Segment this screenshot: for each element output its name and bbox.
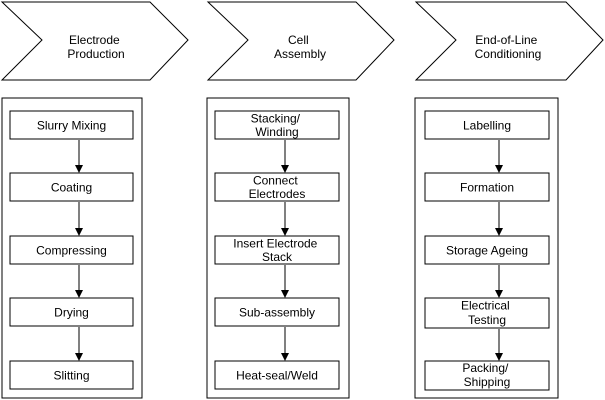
stage-title: Electrode Production [67, 33, 124, 61]
step-box [424, 110, 550, 140]
step-label: Drying [54, 306, 89, 320]
step-label: Packing/ Shipping [462, 361, 511, 389]
step-label: Formation [460, 181, 514, 195]
stage-end-of-line-conditioning: End-of-Line Conditioning Labelling Forma… [414, 1, 604, 399]
step-box [9, 110, 134, 140]
step-label: Electrical Testing [461, 299, 513, 328]
stage-header-chevron [0, 1, 189, 81]
step-box [214, 235, 340, 265]
stage-header-chevron [206, 1, 395, 81]
step-box [9, 172, 134, 202]
step-label: Coating [51, 181, 92, 195]
stage-header-chevron [414, 1, 604, 81]
step-label: Compressing [36, 244, 107, 258]
step-box [424, 235, 550, 265]
step-label: Insert Electrode Stack [233, 237, 320, 265]
step-box [424, 297, 550, 329]
step-box [214, 110, 340, 140]
step-box [214, 360, 340, 390]
stage-title: End-of-Line Conditioning [475, 33, 542, 61]
step-label: Heat-seal/Weld [236, 369, 318, 383]
step-box [9, 235, 134, 265]
step-box [424, 360, 550, 391]
step-box [9, 297, 134, 327]
stage-title: Cell Assembly [274, 33, 326, 61]
step-label: Sub-assembly [239, 306, 315, 320]
step-label: Connect Electrodes [249, 174, 306, 202]
stage-electrode-production: Electrode Production Slurry Mixing Coati… [0, 1, 189, 399]
step-box [9, 360, 134, 390]
step-box [424, 172, 550, 202]
stage-cell-assembly: Cell Assembly Stacking/ Winding Connect … [206, 1, 395, 399]
step-label: Slurry Mixing [37, 119, 106, 133]
step-label: Labelling [463, 119, 511, 133]
step-label: Storage Ageing [446, 244, 528, 258]
step-box [214, 297, 340, 327]
step-box [214, 172, 340, 202]
step-label: Stacking/ Winding [251, 112, 304, 140]
step-label: Slitting [53, 369, 89, 383]
